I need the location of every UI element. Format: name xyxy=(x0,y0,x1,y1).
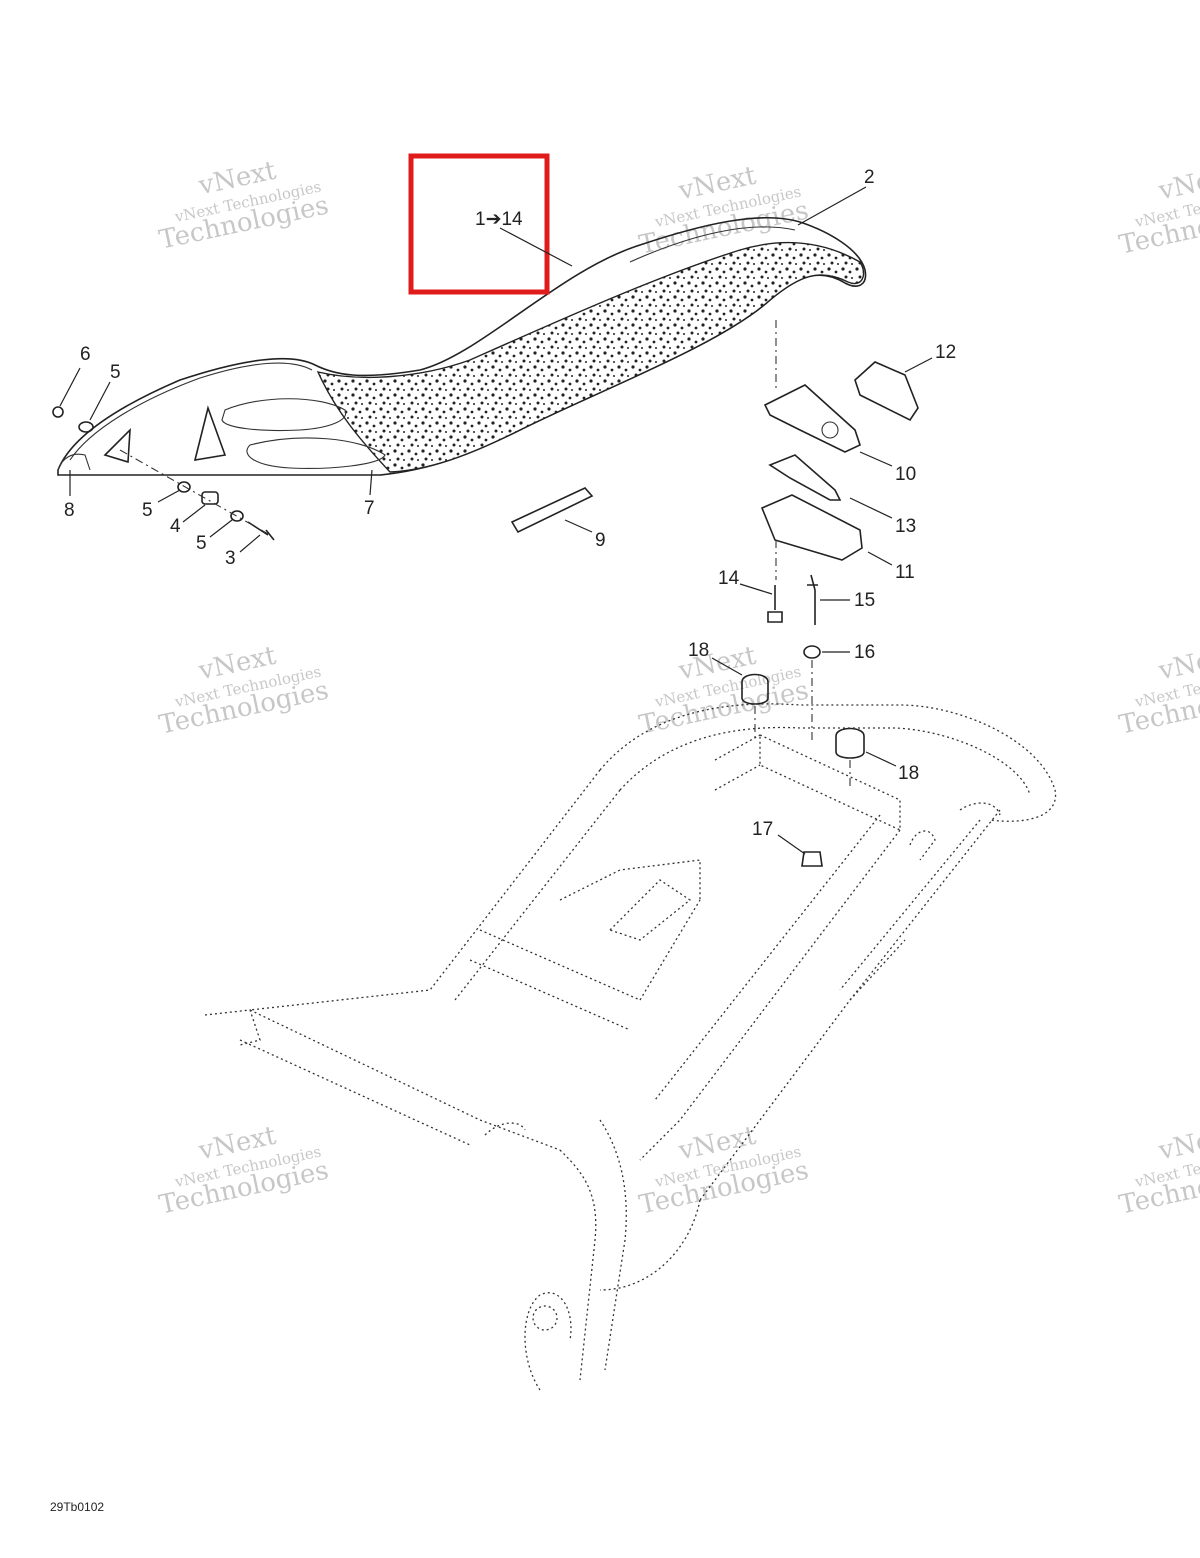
watermark: vNext vNext Technologies Technologies xyxy=(1117,641,1200,741)
washer-5-lower xyxy=(177,481,191,493)
seat-cutout xyxy=(246,437,386,469)
callout-1-14: 1➔14 xyxy=(475,209,523,230)
seat-cutout xyxy=(221,398,347,432)
callout-13: 13 xyxy=(895,516,916,537)
bumper-18-left xyxy=(741,673,769,705)
callout-5: 5 xyxy=(110,362,121,383)
callout-labels: 1➔14 2 3 4 5 5 5 6 7 8 9 10 11 12 13 14 … xyxy=(64,167,956,840)
callout-17: 17 xyxy=(752,819,773,840)
svg-text:vNext: vNext xyxy=(1155,641,1200,687)
nut-17 xyxy=(801,851,823,867)
callout-11: 11 xyxy=(895,562,915,583)
seat-edge xyxy=(629,226,796,263)
spacer-4 xyxy=(201,491,219,505)
callout-7: 7 xyxy=(364,498,375,519)
seat-edge xyxy=(69,362,313,461)
bolt-15 xyxy=(807,574,818,625)
base-11 xyxy=(760,494,863,561)
watermark: vNext vNext Technologies Technologies xyxy=(157,1121,332,1221)
nut-6 xyxy=(52,406,64,418)
callout-2: 2 xyxy=(864,167,875,188)
frame xyxy=(204,703,1057,1391)
leader-lines xyxy=(59,186,933,855)
watermark: vNext vNext Technologies Technologies xyxy=(157,156,332,256)
hardware-left xyxy=(52,406,275,541)
callout-5: 5 xyxy=(142,500,153,521)
gasket-13 xyxy=(768,454,842,501)
strap-9 xyxy=(510,487,594,534)
seat-bracket xyxy=(193,405,227,461)
callout-5: 5 xyxy=(196,533,207,554)
seat-bracket xyxy=(103,427,131,464)
watermark: vNext vNext Technologies Technologies xyxy=(637,1121,812,1221)
callout-8: 8 xyxy=(64,500,75,521)
latch-assembly xyxy=(741,320,919,867)
watermark: vNext vNext Technologies Technologies xyxy=(1117,1121,1200,1221)
bracket-10 xyxy=(763,384,861,453)
seat-tip xyxy=(57,453,91,471)
figure-code: 29Tb0102 xyxy=(50,1500,105,1514)
callout-6: 6 xyxy=(80,344,91,365)
watermark: vNext vNext Technologies Technologies xyxy=(637,641,812,741)
callout-15: 15 xyxy=(854,590,875,611)
watermark: vNext vNext Technologies Technologies xyxy=(1117,161,1200,261)
bumper-18-right xyxy=(835,727,865,759)
callout-18: 18 xyxy=(898,763,919,784)
callout-3: 3 xyxy=(225,548,236,569)
svg-text:vNext: vNext xyxy=(1155,1121,1200,1167)
svg-text:vNext: vNext xyxy=(1155,161,1200,207)
seat-assembly xyxy=(57,216,867,476)
callout-16: 16 xyxy=(854,642,875,663)
washer-5-upper xyxy=(78,421,94,433)
latch-12 xyxy=(854,361,919,422)
highlight-box xyxy=(408,153,550,295)
washer-5 xyxy=(230,510,244,522)
seat-foam xyxy=(316,241,865,473)
watermark: vNext vNext Technologies Technologies xyxy=(157,641,332,741)
bolt-14 xyxy=(767,585,783,623)
callout-10: 10 xyxy=(895,464,916,485)
callout-12: 12 xyxy=(935,342,956,363)
nut-16 xyxy=(803,645,821,659)
callout-4: 4 xyxy=(170,516,181,537)
callout-18: 18 xyxy=(688,640,709,661)
callout-14: 14 xyxy=(718,568,740,589)
callout-9: 9 xyxy=(595,530,606,551)
